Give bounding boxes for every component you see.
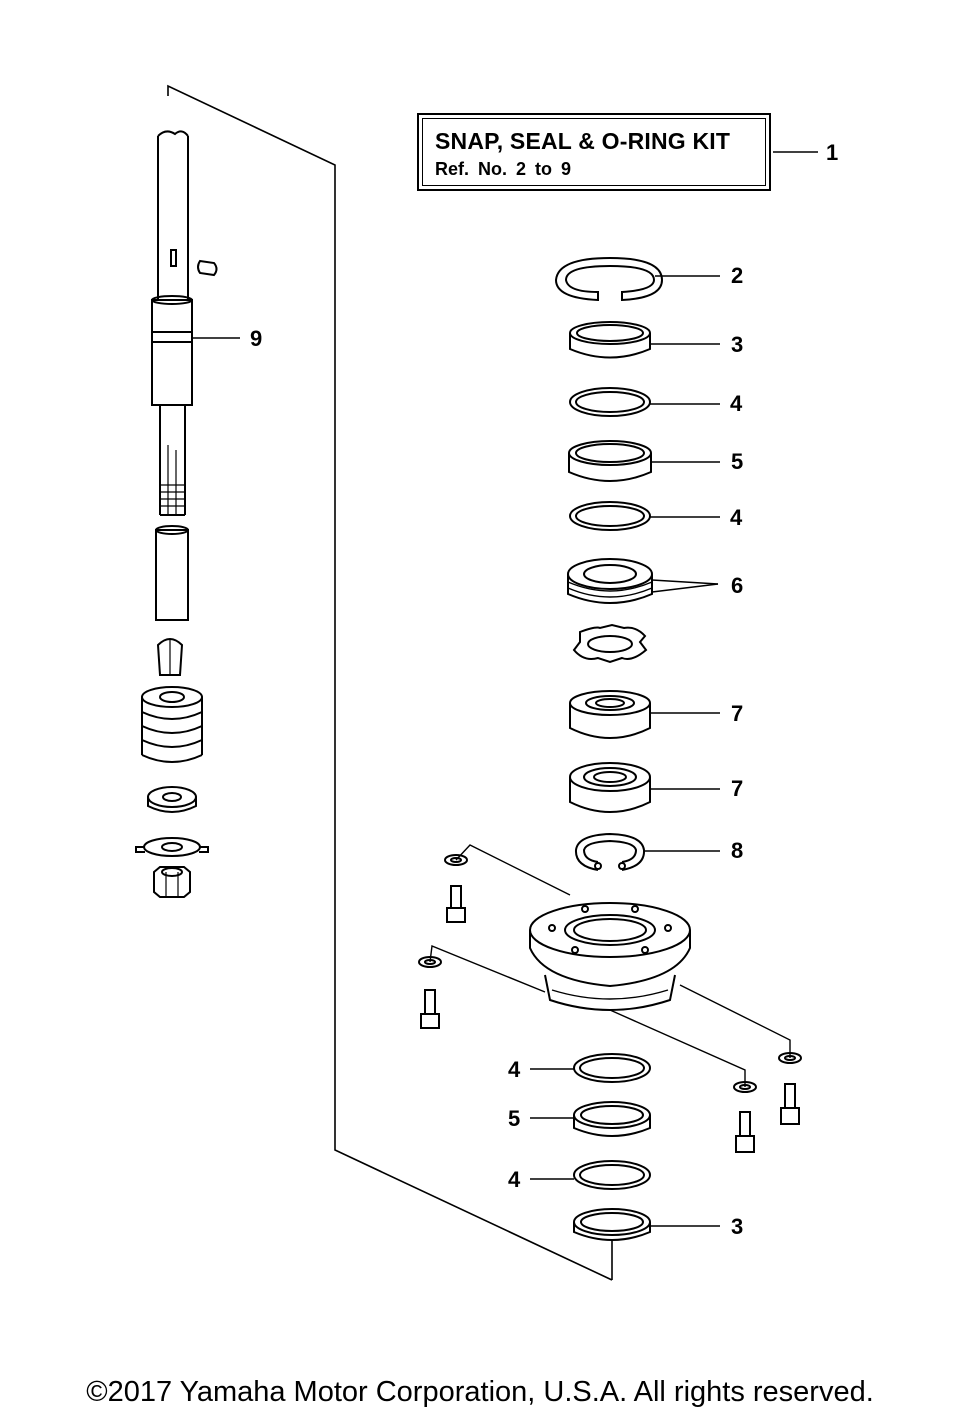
kit-label-inner-border	[422, 118, 766, 186]
seal-5-lower	[573, 1101, 651, 1137]
callout-9: 9	[250, 326, 263, 351]
kit-title: SNAP, SEAL & O-RING KIT	[435, 128, 731, 154]
spring-seat	[156, 638, 184, 676]
bolt-left	[418, 956, 442, 1029]
bolt-lower-right	[733, 1081, 757, 1153]
callout-3-upper: 3	[731, 332, 744, 357]
bearing-7-lower	[569, 762, 651, 813]
callout-5-upper: 5	[731, 449, 744, 474]
callout-4-fourth: 4	[508, 1167, 521, 1192]
nut	[153, 866, 191, 898]
o-ring-4d	[573, 1160, 651, 1190]
callout-7-lower: 7	[731, 776, 744, 801]
callout-6: 6	[731, 573, 744, 598]
kit-reference: Ref. No. 2 to 9	[435, 159, 572, 179]
callout-4-second: 4	[730, 505, 743, 530]
tab-lock-washer	[135, 837, 209, 857]
drive-shaft	[151, 130, 218, 516]
circlip-8	[574, 832, 646, 871]
callout-leaders	[192, 151, 818, 1227]
washer	[147, 786, 197, 813]
bolt-right	[778, 1052, 802, 1125]
o-ring-4c	[573, 1053, 651, 1083]
callout-8: 8	[731, 838, 744, 863]
bolt-leader-line	[679, 984, 791, 1058]
o-ring-4b	[569, 501, 651, 531]
callout-1: 1	[826, 140, 839, 165]
snap-ring	[554, 256, 664, 302]
kit-label-box: SNAP, SEAL & O-RING KIT Ref. No. 2 to 9	[417, 113, 771, 191]
spring	[141, 686, 203, 763]
bolt-leader-line	[455, 844, 571, 896]
assembly-bracket-line	[167, 84, 613, 1281]
callout-4-third: 4	[508, 1057, 521, 1082]
lock-washer	[572, 623, 648, 664]
bolt-upper-left	[444, 854, 468, 923]
seal-housing	[529, 902, 691, 1011]
callout-5-lower: 5	[508, 1106, 521, 1131]
callout-2: 2	[731, 263, 744, 288]
o-ring-4a	[569, 387, 651, 417]
bolt-leader-line	[609, 1009, 746, 1087]
callout-7-upper: 7	[731, 701, 744, 726]
seal-3-upper	[569, 321, 651, 359]
bolt-leader-line	[429, 945, 546, 993]
copyright-notice: ©2017 Yamaha Motor Corporation, U.S.A. A…	[86, 1376, 874, 1408]
oil-seal-6	[567, 558, 653, 604]
seal-5-upper	[568, 440, 652, 482]
callout-4-first: 4	[730, 391, 743, 416]
bearing-7-upper	[569, 690, 651, 739]
pin	[155, 525, 189, 621]
seal-3-lower	[573, 1208, 651, 1241]
callout-3-lower: 3	[731, 1214, 744, 1239]
